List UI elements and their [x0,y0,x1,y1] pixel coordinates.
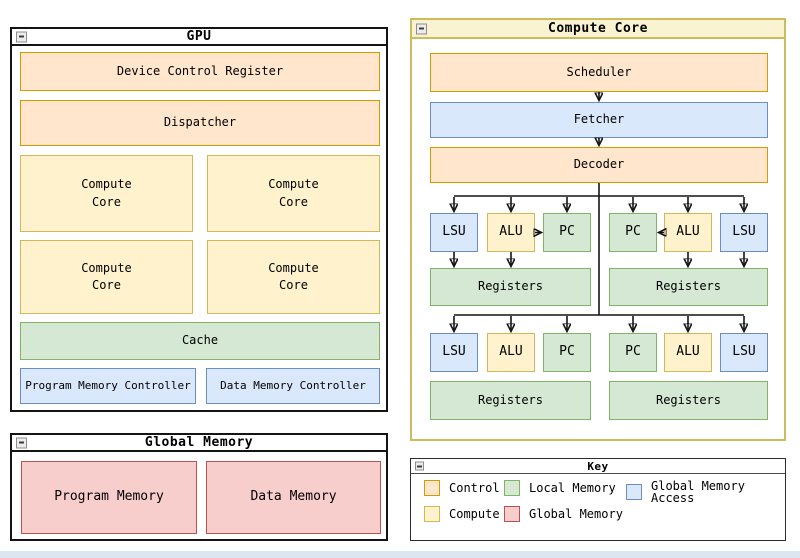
alu-node-4: ALU [664,333,712,372]
compute-core-node-3: Compute Core [20,240,193,314]
decoder-node: Decoder [430,147,768,183]
scheduler-node: Scheduler [430,53,768,92]
legend-label: Global Memory Access [651,479,745,505]
lsu-node-1: LSU [430,213,478,252]
control-swatch [424,480,440,496]
legend-label: Control [449,481,500,495]
legend-item-global-memory: Global Memory [504,506,623,522]
legend-item-control: Control [424,480,500,496]
registers-node-1: Registers [430,268,591,306]
gpu-titlebar: GPU [12,29,386,46]
pc-node-1: PC [543,213,591,252]
legend-item-compute: Compute [424,506,500,522]
registers-node-4: Registers [609,381,768,420]
collapse-icon[interactable] [16,437,27,448]
local-memory-swatch [504,480,520,496]
key-title: Key [587,459,609,473]
alu-node-1: ALU [487,213,535,252]
program-memory-controller-node: Program Memory Controller [20,368,196,404]
registers-node-2: Registers [609,268,768,306]
data-memory-controller-node: Data Memory Controller [206,368,380,404]
dispatcher-node: Dispatcher [20,100,380,146]
bottom-edge-strip [0,551,800,558]
fetcher-node: Fetcher [430,102,768,138]
compute-core-node-4: Compute Core [207,240,380,314]
global-memory-titlebar: Global Memory [12,435,386,452]
pc-node-2: PC [609,213,657,252]
global-memory-access-swatch [626,484,642,500]
legend-item-local-memory: Local Memory [504,480,616,496]
legend-item-global-memory-access: Global Memory Access [626,480,785,504]
lsu-node-4: LSU [720,333,768,372]
compute-core-node-2: Compute Core [207,155,380,232]
gpu-title: GPU [186,29,212,44]
compute-core-title: Compute Core [548,21,648,36]
global-memory-title: Global Memory [144,435,254,450]
compute-core-window: Compute Core Scheduler Fetcher Decoder L… [410,18,786,441]
cache-node: Cache [20,322,380,360]
minus-glyph [419,27,424,30]
legend-label: Global Memory [529,507,623,521]
program-memory-node: Program Memory [21,461,197,534]
collapse-icon[interactable] [415,461,424,471]
alu-node-3: ALU [487,333,535,372]
pc-node-3: PC [543,333,591,372]
compute-swatch [424,506,440,522]
compute-core-titlebar: Compute Core [412,20,784,39]
key-window: Key Control Local Memory Global Memory A… [410,458,786,541]
device-control-register-node: Device Control Register [20,52,380,91]
pc-node-4: PC [609,333,657,372]
legend-label: Local Memory [529,481,616,495]
gpu-window: GPU Device Control Register Dispatcher C… [10,27,388,412]
collapse-icon[interactable] [416,23,427,34]
minus-glyph [19,35,24,38]
minus-glyph [417,465,422,467]
lsu-node-2: LSU [720,213,768,252]
global-memory-window: Global Memory Program Memory Data Memory [10,433,388,541]
registers-node-3: Registers [430,381,591,420]
minus-glyph [19,441,24,444]
global-memory-swatch [504,506,520,522]
lsu-node-3: LSU [430,333,478,372]
legend-label: Compute [449,507,500,521]
collapse-icon[interactable] [16,31,27,42]
key-titlebar: Key [411,459,785,474]
alu-node-2: ALU [664,213,712,252]
compute-core-node-1: Compute Core [20,155,193,232]
data-memory-node: Data Memory [206,461,381,534]
